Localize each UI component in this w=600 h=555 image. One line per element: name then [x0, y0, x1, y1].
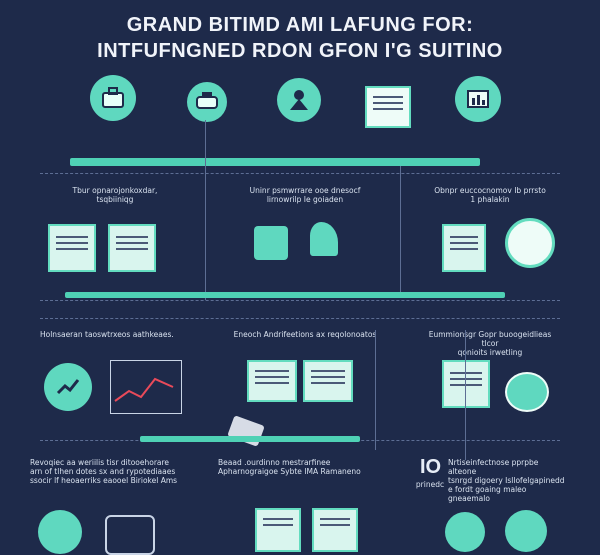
title-line-2: INTFUFNGNED RDON GFON I'G SUITINO — [97, 40, 503, 62]
briefcase-icon — [90, 75, 136, 121]
top-connector-bar — [70, 158, 480, 166]
center-vertical-line — [205, 120, 206, 300]
chart-icon — [455, 76, 501, 122]
device-icon — [227, 415, 265, 447]
section-10-caption: prinedc — [415, 480, 445, 489]
person-icon — [38, 510, 82, 554]
camera-icon — [254, 226, 288, 260]
report-document — [255, 508, 301, 552]
report-document — [108, 224, 156, 272]
lower-connector-bar — [140, 436, 360, 442]
profile-icon — [505, 510, 547, 552]
report-document — [303, 360, 353, 402]
report-document — [247, 360, 297, 402]
calculator-icon — [445, 512, 485, 552]
section-badge: IO — [420, 456, 442, 478]
section-1-caption: Tbur opnarojonkoxdar,tsqbiiniqg — [72, 186, 158, 204]
lower-right-vertical-line — [465, 330, 466, 460]
separator-1 — [40, 173, 560, 174]
growth-icon — [44, 363, 92, 411]
section-5-caption: Eneoch Andrifeetions ax reqolonoatos — [233, 330, 377, 339]
right-vertical-line — [400, 166, 401, 296]
title-line-1: GRAND BITIMD AMI LAFUNG FOR: — [126, 14, 474, 36]
line-chart-panel — [110, 360, 182, 414]
clock-icon — [505, 218, 555, 268]
lower-vertical-line — [375, 330, 376, 450]
document-icon — [365, 86, 411, 128]
middle-connector-bar — [65, 292, 505, 298]
team-icon — [277, 78, 321, 122]
report-document — [48, 224, 96, 272]
report-document — [442, 224, 486, 272]
analytics-icon — [505, 372, 549, 412]
report-document — [312, 508, 358, 552]
monitor-icon — [105, 515, 155, 555]
toaster-icon — [187, 82, 227, 122]
report-document — [442, 360, 490, 408]
separator-3 — [40, 318, 560, 319]
separator-2 — [40, 300, 560, 301]
section-4-caption: Holnsaeran taoswtrxeos aathkeaes. — [40, 330, 174, 339]
person-figure-icon — [310, 222, 338, 256]
